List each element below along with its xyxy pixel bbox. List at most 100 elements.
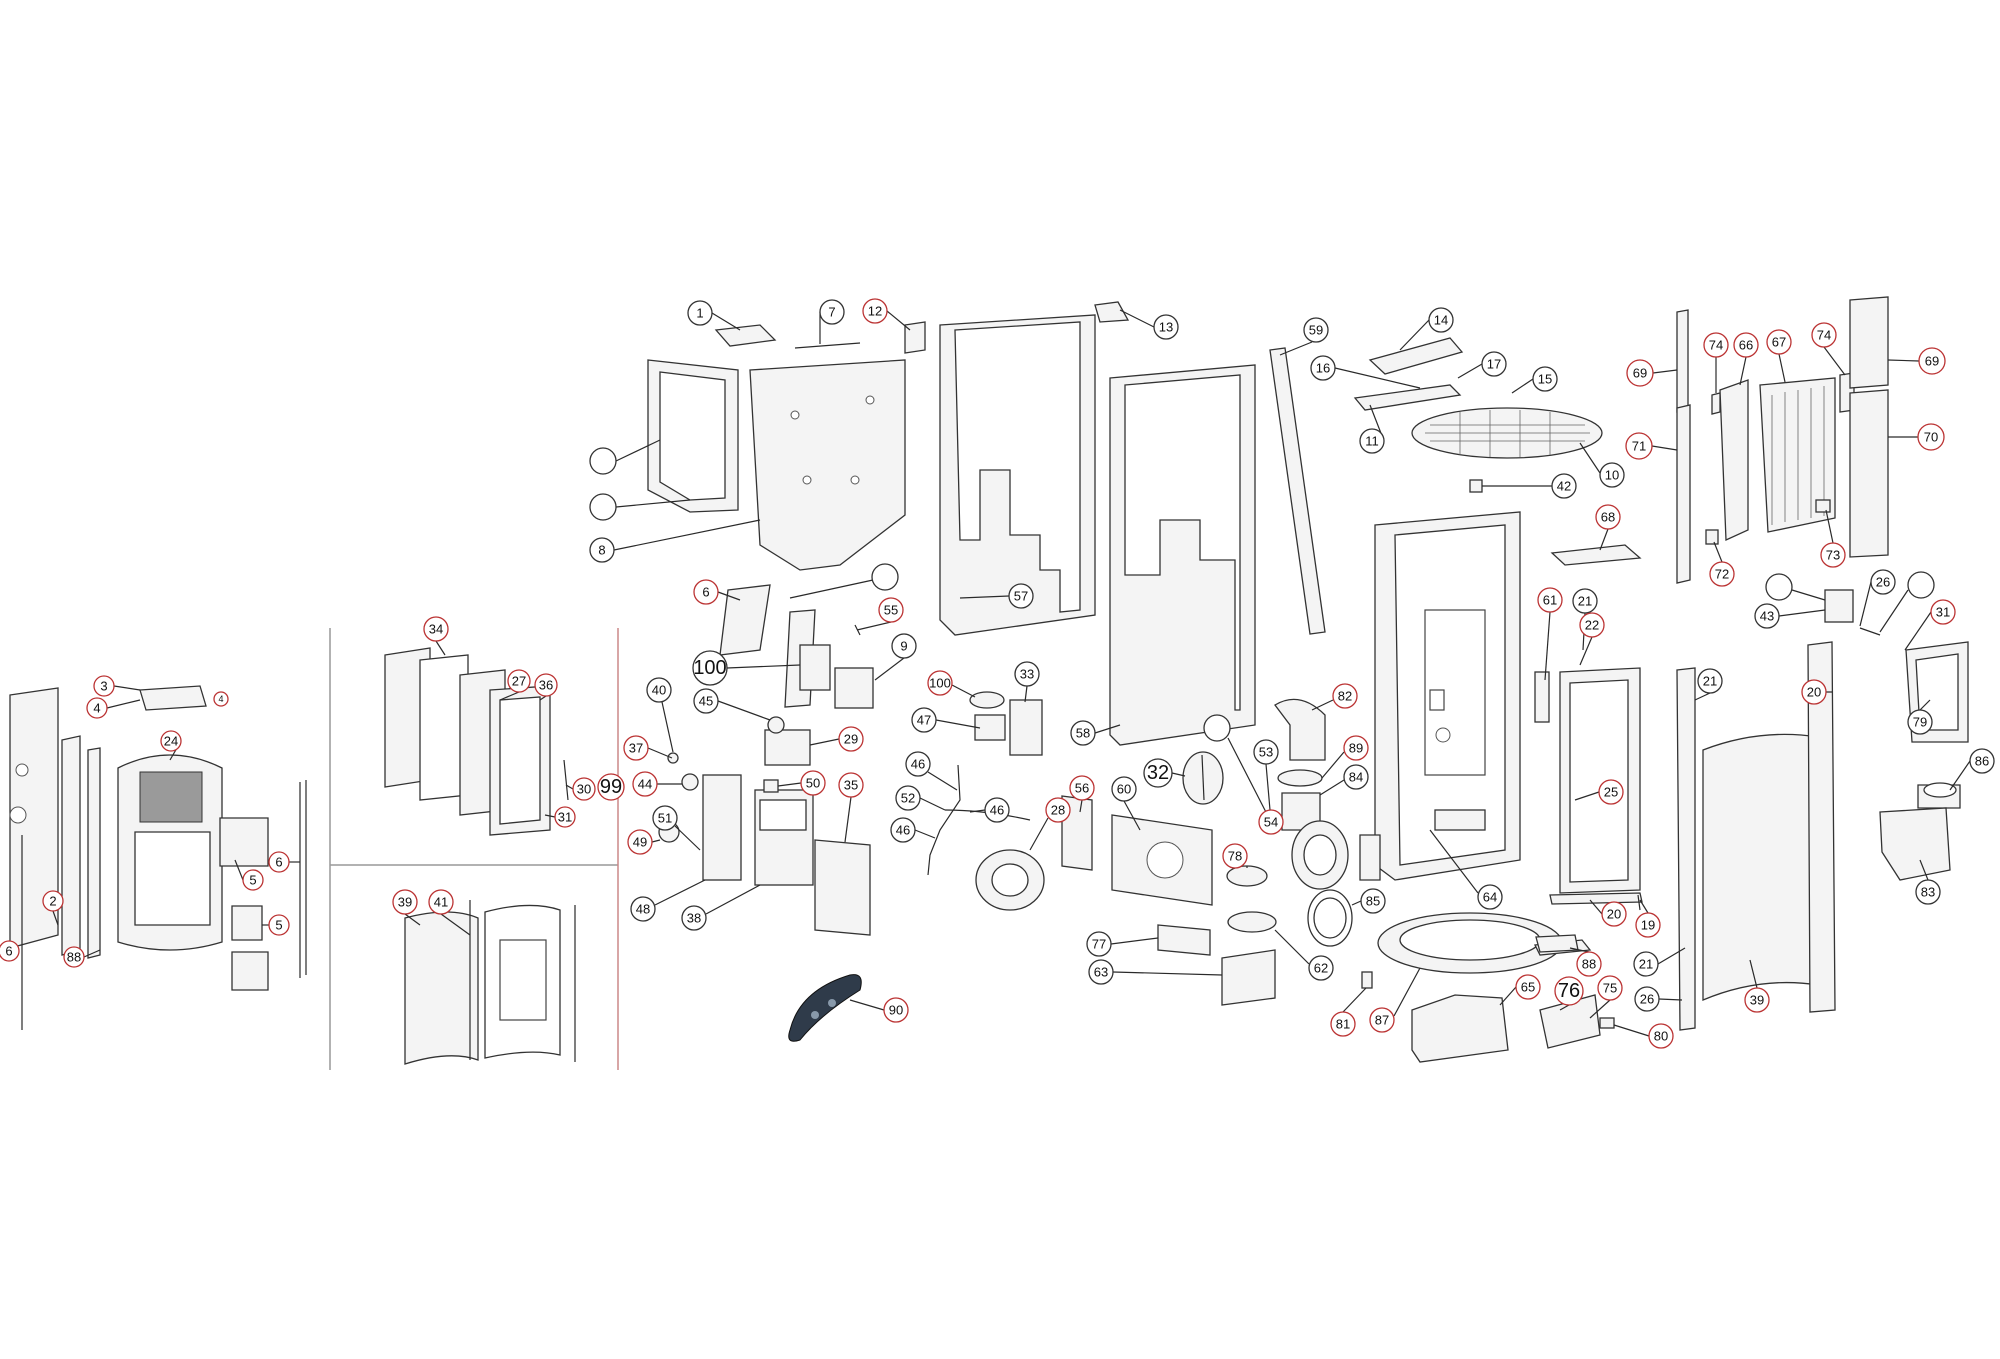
part-callout: 15: [1532, 366, 1558, 392]
callout-number: 100: [693, 657, 726, 679]
part-callout: 75: [1597, 975, 1623, 1001]
part-callout: 57: [1008, 583, 1034, 609]
callout-circle: [927, 670, 953, 696]
callout-number: 37: [629, 741, 643, 756]
part-callout: 46: [984, 797, 1010, 823]
callout-number: 69: [1925, 354, 1939, 369]
part-callout: 6: [268, 851, 290, 873]
part-callout: 17: [1481, 351, 1507, 377]
callout-number: 60: [1117, 782, 1131, 797]
part-callout: 6: [0, 940, 20, 962]
part-callout: 19: [1635, 912, 1661, 938]
part-callout: 56: [1069, 775, 1095, 801]
callout-number: 27: [512, 674, 526, 689]
callout-number: 34: [429, 622, 443, 637]
part-callout: 51: [652, 805, 678, 831]
inner-side-panel: [1109, 364, 1256, 746]
callout-number: 26: [1876, 575, 1890, 590]
part-callout: 25: [1598, 779, 1624, 805]
part-callout: 44: [632, 771, 658, 797]
callout-number: 15: [1538, 372, 1552, 387]
callout-circle: [1801, 679, 1827, 705]
callout-circle: [652, 805, 678, 831]
convection-box: [1824, 589, 1969, 881]
callout-circle: [63, 946, 85, 968]
callout-circle: [1330, 1011, 1356, 1037]
leader-lines: [52, 309, 1971, 1037]
callout-circle: [692, 650, 728, 686]
callout-circle: [423, 616, 449, 642]
callout-circle: [572, 777, 596, 801]
part-callout: 33: [1014, 661, 1040, 687]
callout-number: 73: [1826, 548, 1840, 563]
callout-circle: [1766, 329, 1792, 355]
callout-number: 66: [1739, 338, 1753, 353]
callout-circle: [1088, 959, 1114, 985]
part-callout: 1: [687, 300, 713, 326]
callout-number: 86: [1975, 754, 1989, 769]
callout-number: 46: [896, 823, 910, 838]
callout-circle: [428, 889, 454, 915]
callout-circle: [890, 817, 916, 843]
part-callout: 70: [1917, 423, 1945, 451]
part-callout: 4: [86, 697, 108, 719]
callout-number: 13: [1159, 320, 1173, 335]
callout-number: 81: [1336, 1017, 1350, 1032]
callout-number: 61: [1543, 593, 1557, 608]
callout-circle: [1634, 986, 1660, 1012]
part-callout: 24: [160, 730, 182, 752]
part-callout: [1765, 573, 1793, 601]
remote-control: [788, 974, 862, 1042]
callout-number: 76: [1558, 980, 1580, 1002]
callout-circle: [1481, 351, 1507, 377]
part-callout: 59: [1303, 317, 1329, 343]
part-callout: 20: [1801, 679, 1827, 705]
callout-number: 46: [990, 803, 1004, 818]
part-callout: 47: [911, 707, 937, 733]
callout-number: 41: [434, 895, 448, 910]
part-callout: 43: [1754, 603, 1780, 629]
part-callout: 34: [423, 616, 449, 642]
callout-circle: [42, 890, 64, 912]
part-callout: 12: [862, 298, 888, 324]
callout-circle: [534, 673, 558, 697]
part-callout: 21: [1697, 668, 1723, 694]
part-callout: 13: [1153, 314, 1179, 340]
callout-number: 46: [911, 757, 925, 772]
callout-number: 20: [1807, 685, 1821, 700]
callout-circle: [1359, 428, 1385, 454]
callout-circle: [1601, 901, 1627, 927]
part-callout: 77: [1086, 931, 1112, 957]
part-callout: 72: [1709, 561, 1735, 587]
part-callout: 67: [1766, 329, 1792, 355]
callout-circle: [1143, 758, 1173, 788]
callout-number: 64: [1483, 890, 1497, 905]
top-plate-assembly: [1353, 337, 1642, 566]
callout-circle: [1930, 599, 1956, 625]
part-callout: 2: [42, 890, 64, 912]
callout-circle: [1332, 683, 1358, 709]
callout-circle: [1918, 347, 1946, 375]
part-callout: 71: [1625, 432, 1653, 460]
callout-circle: [984, 797, 1010, 823]
callout-number: 70: [1924, 430, 1938, 445]
part-callout: 29: [838, 726, 864, 752]
part-callout: 31: [1930, 599, 1956, 625]
callout-circle: [1576, 951, 1602, 977]
callout-circle: [862, 298, 888, 324]
callout-circle: [1703, 332, 1729, 358]
part-callout: 87: [1369, 1007, 1395, 1033]
callout-circle: [1579, 612, 1605, 638]
callout-number: 11: [1365, 434, 1379, 449]
part-callout: 79: [1907, 709, 1933, 735]
part-callout: 50: [800, 770, 826, 796]
callout-circle: [800, 770, 826, 796]
part-callout: 8: [589, 537, 615, 563]
callout-number: 74: [1709, 338, 1723, 353]
callout-number: 29: [844, 732, 858, 747]
part-callout: 28: [1045, 797, 1071, 823]
callout-number: 30: [577, 782, 591, 797]
hopper-assembly: [647, 301, 1130, 571]
